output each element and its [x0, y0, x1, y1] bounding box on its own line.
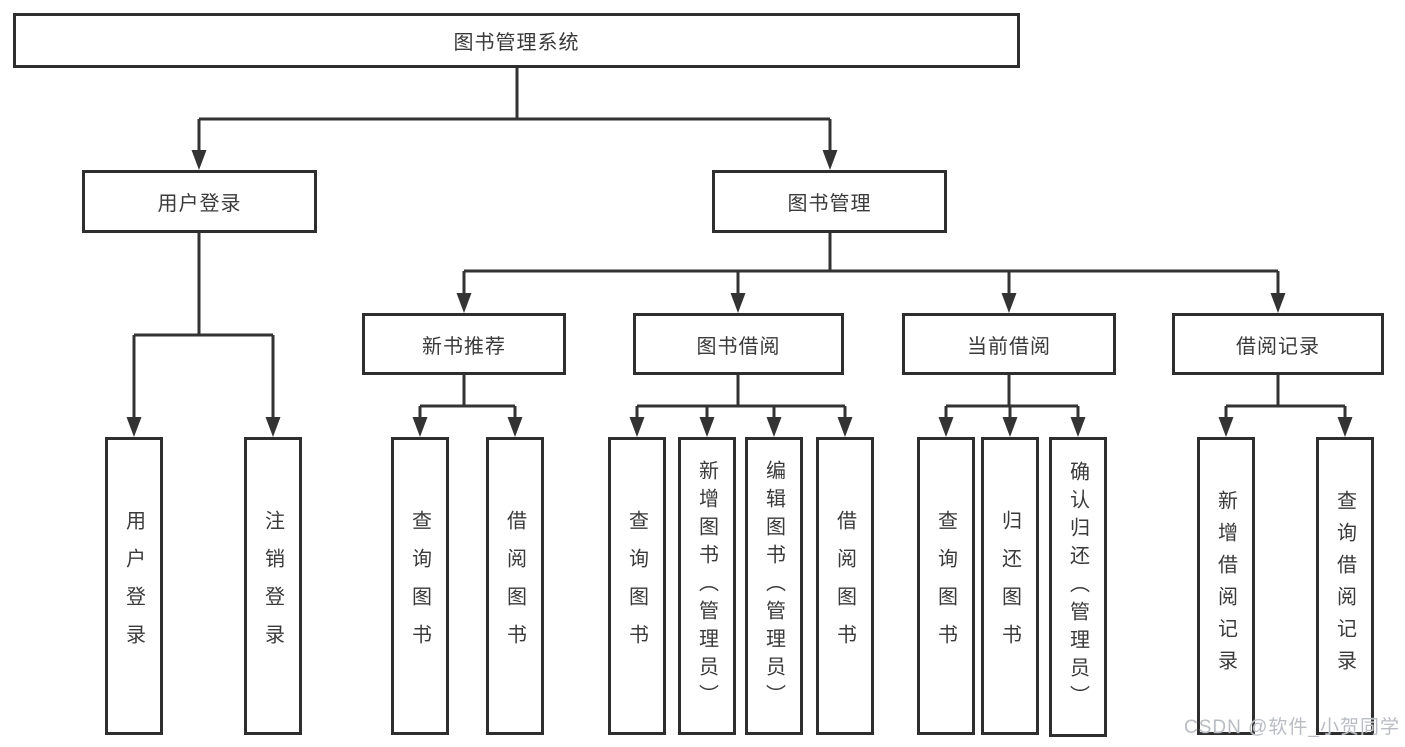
arrow-down-icon [456, 293, 472, 313]
node-label: 编辑图书（管理员） [762, 460, 785, 712]
node-label: 归还图书 [998, 510, 1021, 662]
node-leaf-borrow-books-recommend: 借阅图书 [486, 437, 544, 735]
arrow-down-icon [730, 293, 746, 313]
arrow-down-icon [1070, 417, 1086, 437]
node-book-management-module: 图书管理 [712, 170, 947, 233]
arrow-down-icon [938, 417, 954, 437]
arrow-down-icon [412, 417, 428, 437]
csdn-watermark: CSDN @软件_小贺同学 [1184, 717, 1400, 738]
node-label: 新书推荐 [422, 335, 506, 358]
node-label: 确认归还（管理员） [1066, 461, 1089, 713]
arrow-down-icon [699, 417, 715, 437]
node-label: 新增图书（管理员） [695, 460, 718, 712]
node-leaf-borrow-books: 借阅图书 [816, 437, 874, 735]
node-book-borrowing: 图书借阅 [633, 313, 844, 375]
node-borrowing-records: 借阅记录 [1172, 313, 1384, 375]
node-label: 用户登录 [157, 193, 242, 215]
node-leaf-logout: 注销登录 [244, 437, 302, 735]
node-label: 注销登录 [261, 510, 284, 662]
node-leaf-query-books-current: 查询图书 [917, 437, 975, 735]
arrow-down-icon [766, 417, 782, 437]
node-label: 图书管理 [787, 193, 872, 215]
arrow-down-icon [629, 417, 645, 437]
node-leaf-add-books-admin: 新增图书（管理员） [678, 437, 736, 735]
connector-line [132, 68, 1347, 421]
node-label: 用户登录 [122, 510, 145, 662]
node-leaf-return-books: 归还图书 [981, 437, 1039, 735]
node-label: 借阅记录 [1236, 335, 1320, 358]
arrow-down-icon [1337, 417, 1353, 437]
arrow-down-icon [507, 417, 523, 437]
node-leaf-add-borrow-record: 新增借阅记录 [1197, 437, 1255, 735]
connector-arrowheads [126, 150, 1353, 437]
node-current-borrowing: 当前借阅 [902, 313, 1116, 375]
arrow-down-icon [1001, 293, 1017, 313]
node-label: 图书借阅 [696, 335, 781, 358]
arrow-down-icon [265, 417, 281, 437]
node-leaf-user-login: 用户登录 [105, 437, 163, 735]
arrow-down-icon [1270, 293, 1286, 313]
arrow-down-icon [1218, 417, 1234, 437]
arrow-down-icon [1002, 417, 1018, 437]
node-leaf-query-borrow-record: 查询借阅记录 [1316, 437, 1374, 735]
node-label: 查询图书 [625, 510, 648, 662]
node-label: 查询图书 [408, 510, 431, 662]
node-label: 当前借阅 [967, 335, 1051, 358]
node-leaf-edit-books-admin: 编辑图书（管理员） [745, 437, 803, 735]
node-label: 图书管理系统 [453, 32, 580, 54]
node-label: 借阅图书 [503, 510, 526, 662]
arrow-down-icon [191, 150, 207, 170]
arrow-down-icon [837, 417, 853, 437]
node-new-book-recommendation: 新书推荐 [362, 313, 566, 375]
arrow-down-icon [822, 150, 838, 170]
node-label: 查询图书 [934, 510, 957, 662]
node-label: 新增借阅记录 [1214, 490, 1237, 682]
node-leaf-query-books-borrowing: 查询图书 [608, 437, 666, 735]
node-user-login-module: 用户登录 [82, 170, 317, 233]
node-label: 查询借阅记录 [1333, 490, 1356, 682]
arrow-down-icon [126, 417, 142, 437]
node-label: 借阅图书 [833, 510, 856, 662]
node-leaf-confirm-return-admin: 确认归还（管理员） [1049, 437, 1107, 737]
node-leaf-query-books-recommend: 查询图书 [391, 437, 449, 735]
node-library-management-system: 图书管理系统 [13, 13, 1020, 68]
